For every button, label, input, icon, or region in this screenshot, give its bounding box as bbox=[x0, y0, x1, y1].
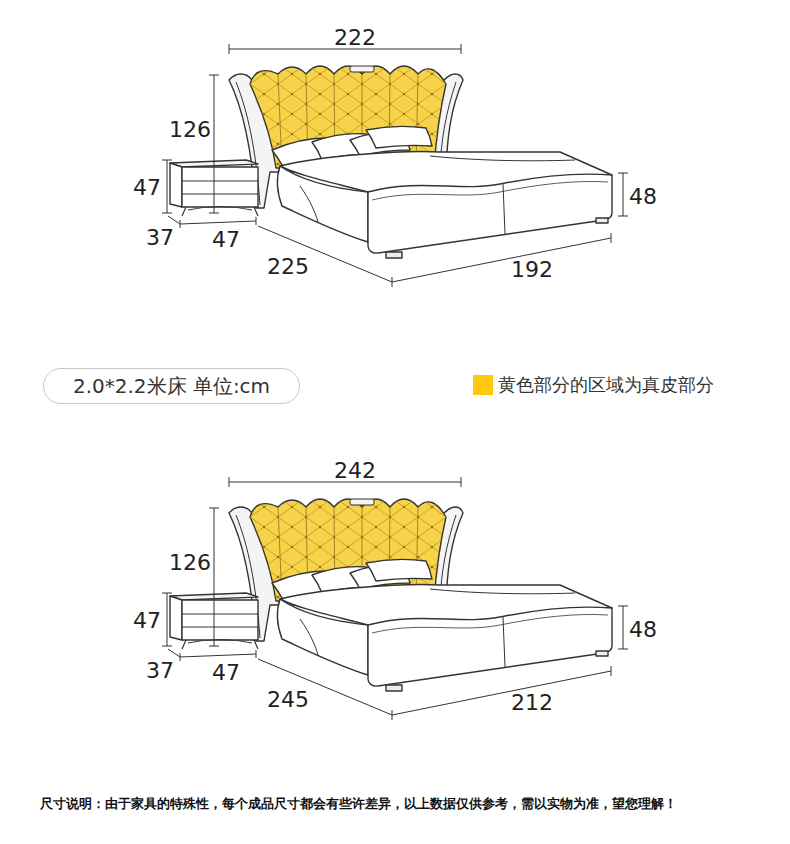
bed-drawing-bottom bbox=[162, 477, 628, 720]
footnote: 尺寸说明：由于家具的特殊性，每个成品尺寸都会有些许差异，以上数据仅供参考，需以实… bbox=[40, 797, 677, 810]
legend-swatch bbox=[473, 375, 493, 395]
dimension-label: 37 bbox=[146, 660, 174, 682]
bed-drawing-top bbox=[162, 44, 628, 287]
dimension-label: 192 bbox=[511, 259, 553, 281]
title-pill: 2.0*2.2米床 单位:cm bbox=[43, 368, 300, 404]
dimension-label: 48 bbox=[629, 619, 657, 641]
legend-text: 黄色部分的区域为真皮部分 bbox=[498, 376, 714, 394]
dimension-label: 48 bbox=[629, 186, 657, 208]
dimension-label: 37 bbox=[146, 227, 174, 249]
dimension-label: 47 bbox=[212, 229, 240, 251]
dimension-label: 245 bbox=[267, 689, 309, 711]
dimension-label: 225 bbox=[267, 256, 309, 278]
dimension-label: 242 bbox=[334, 460, 376, 482]
dimension-label: 212 bbox=[511, 692, 553, 714]
dimension-label: 47 bbox=[133, 177, 161, 199]
dimension-label: 47 bbox=[212, 662, 240, 684]
dimension-label: 126 bbox=[169, 552, 211, 574]
dimension-label: 47 bbox=[133, 610, 161, 632]
dimension-label: 126 bbox=[169, 119, 211, 141]
dimension-label: 222 bbox=[334, 27, 376, 49]
pill-text: 2.0*2.2米床 单位:cm bbox=[73, 373, 270, 400]
